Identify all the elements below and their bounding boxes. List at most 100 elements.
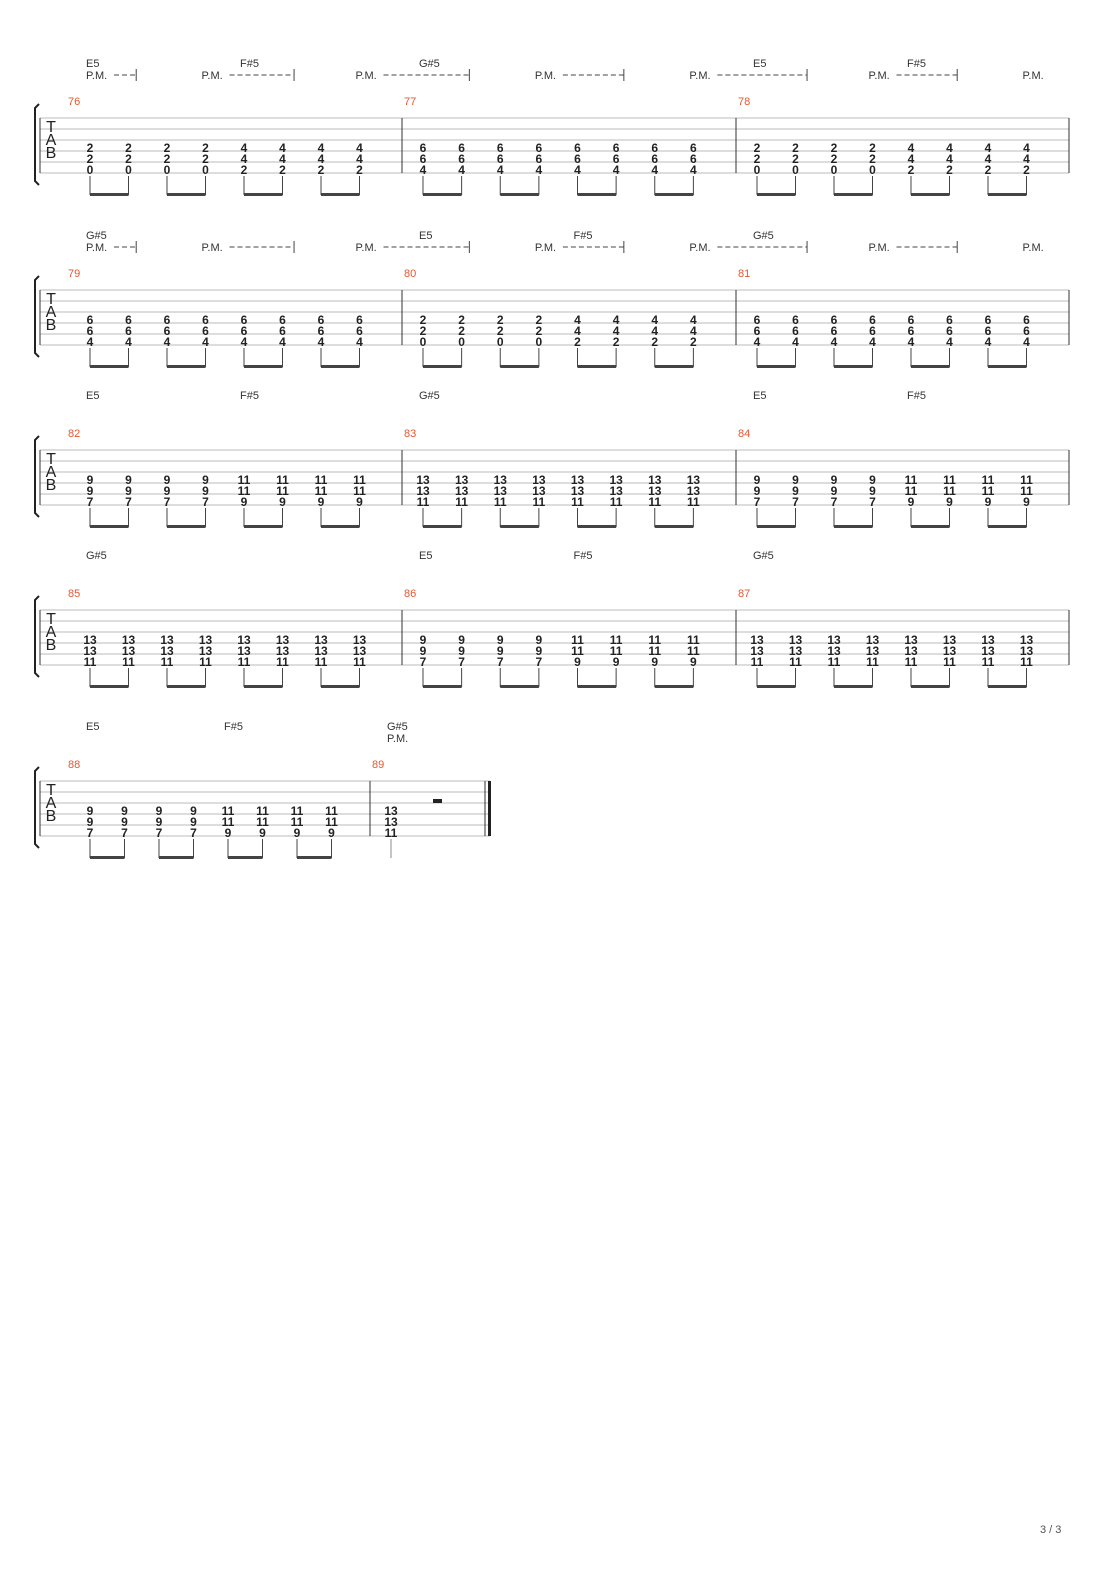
palm-mute-label: P.M. [689, 70, 710, 82]
fret-number: 9 [1023, 495, 1030, 509]
palm-mute-label: P.M. [202, 70, 223, 82]
fret-number: 9 [690, 655, 697, 669]
note-beam [297, 856, 332, 859]
fret-number: 4 [985, 152, 992, 166]
fret-number: 4 [651, 324, 658, 338]
page-number: 3 / 3 [1040, 1524, 1062, 1536]
fret-number: 6 [497, 141, 504, 155]
measure-number: 82 [68, 428, 80, 440]
fret-number: 7 [420, 655, 427, 669]
fret-number: 11 [222, 815, 235, 829]
fret-number: 6 [651, 152, 658, 166]
fret-number: 6 [420, 152, 427, 166]
fret-number: 11 [315, 473, 328, 487]
fret-number: 9 [831, 473, 838, 487]
fret-number: 13 [160, 644, 174, 658]
tab-clef-letter: T [46, 119, 56, 136]
fret-number: 4 [497, 163, 504, 177]
fret-number: 13 [789, 633, 803, 647]
fret-number: 6 [420, 141, 427, 155]
fret-number: 0 [458, 335, 465, 349]
fret-number: 13 [609, 484, 623, 498]
fret-number: 11 [199, 655, 212, 669]
note-beam [500, 365, 539, 368]
fret-number: 6 [536, 141, 543, 155]
measure-number: 76 [68, 96, 80, 108]
fret-number: 6 [613, 152, 620, 166]
chord-name-label: G#5 [753, 550, 774, 562]
fret-number: 2 [792, 152, 799, 166]
fret-number: 13 [276, 633, 290, 647]
fret-number: 11 [1020, 484, 1033, 498]
fret-number: 11 [455, 495, 468, 509]
note-beam [500, 685, 539, 688]
fret-number: 13 [122, 633, 136, 647]
fret-number: 13 [83, 644, 97, 658]
note-beam [654, 193, 694, 196]
fret-number: 13 [384, 815, 398, 829]
fret-number: 13 [455, 473, 469, 487]
fret-number: 2 [754, 152, 761, 166]
fret-number: 2 [164, 141, 171, 155]
fret-number: 0 [792, 163, 799, 177]
tab-clef-letter: T [46, 451, 56, 468]
fret-number: 4 [985, 141, 992, 155]
fret-number: 13 [648, 473, 662, 487]
fret-number: 9 [259, 826, 266, 840]
fret-number: 4 [754, 335, 761, 349]
fret-number: 11 [353, 484, 366, 498]
fret-number: 11 [571, 644, 584, 658]
chord-name-label: G#5 [419, 390, 440, 402]
fret-number: 11 [571, 495, 584, 509]
palm-mute-label: P.M. [86, 70, 107, 82]
fret-number: 2 [497, 313, 504, 327]
fret-number: 11 [353, 655, 366, 669]
fret-number: 11 [905, 655, 918, 669]
fret-number: 11 [533, 495, 546, 509]
fret-number: 13 [199, 633, 213, 647]
fret-number: 2 [87, 141, 94, 155]
note-beam [423, 685, 462, 688]
note-beam [757, 525, 796, 528]
fret-number: 4 [946, 152, 953, 166]
note-beam [90, 856, 125, 859]
fret-number: 13 [416, 473, 430, 487]
fret-number: 6 [279, 324, 286, 338]
tab-clef-letter: T [46, 291, 56, 308]
palm-mute-label: P.M. [535, 242, 556, 254]
fret-number: 2 [356, 163, 363, 177]
fret-number: 2 [279, 163, 286, 177]
fret-number: 4 [318, 152, 325, 166]
fret-number: 6 [125, 324, 132, 338]
fret-number: 11 [276, 473, 289, 487]
fret-number: 0 [869, 163, 876, 177]
fret-number: 13 [314, 644, 328, 658]
fret-number: 2 [318, 163, 325, 177]
fret-number: 2 [536, 324, 543, 338]
fret-number: 11 [1020, 473, 1033, 487]
fret-number: 7 [87, 495, 94, 509]
fret-number: 9 [87, 473, 94, 487]
fret-number: 9 [164, 473, 171, 487]
fret-number: 11 [276, 484, 289, 498]
fret-number: 11 [648, 633, 661, 647]
fret-number: 6 [908, 313, 915, 327]
fret-number: 0 [754, 163, 761, 177]
fret-number: 9 [536, 633, 543, 647]
fret-number: 11 [982, 655, 995, 669]
fret-number: 11 [905, 473, 918, 487]
fret-number: 4 [792, 335, 799, 349]
fret-number: 0 [831, 163, 838, 177]
fret-number: 13 [416, 484, 430, 498]
fret-number: 9 [420, 644, 427, 658]
fret-number: 7 [458, 655, 465, 669]
fret-number: 4 [87, 335, 94, 349]
fret-number: 4 [613, 324, 620, 338]
fret-number: 6 [202, 313, 209, 327]
fret-number: 6 [946, 313, 953, 327]
